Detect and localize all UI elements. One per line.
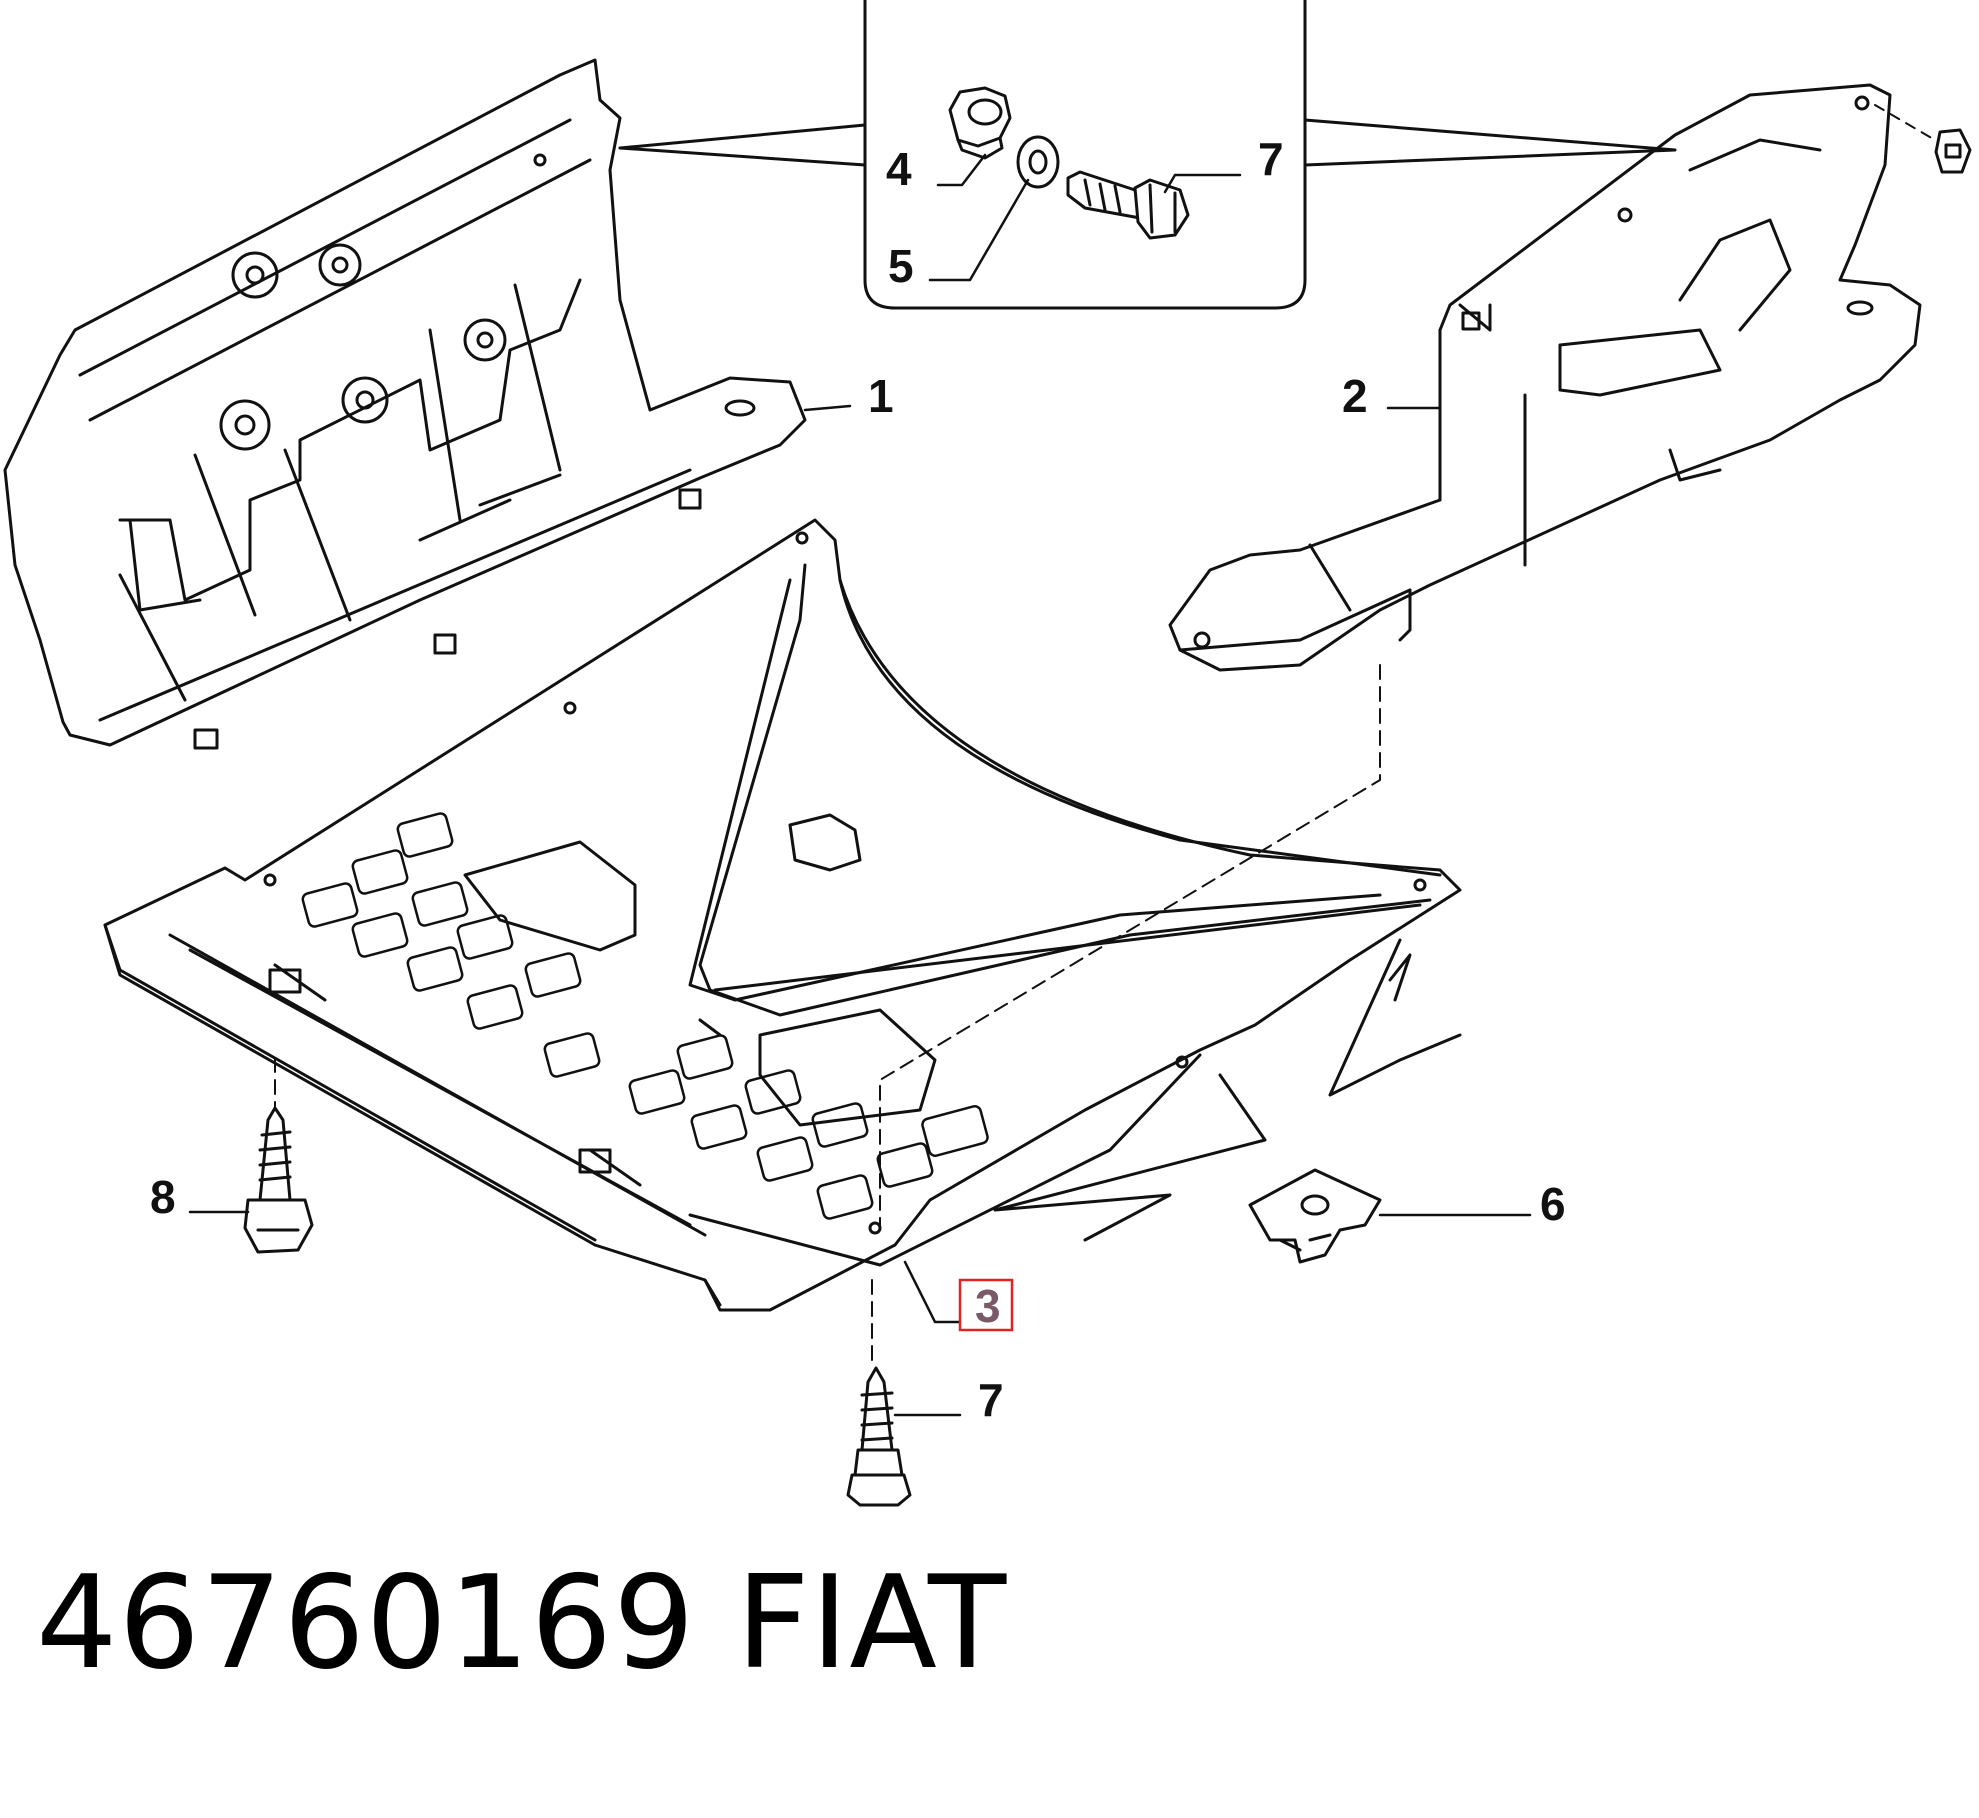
hardware-detail-box xyxy=(618,0,1677,310)
washer-5-icon xyxy=(1016,135,1060,189)
callout-1: 1 xyxy=(868,370,894,422)
brand-name: FIAT xyxy=(736,1549,1008,1698)
callout-8: 8 xyxy=(150,1171,176,1223)
part-1-left-shield xyxy=(3,58,807,750)
assembly-lines xyxy=(274,664,1381,1361)
callout-5: 5 xyxy=(888,240,914,292)
part-number: 46760169 xyxy=(36,1549,696,1698)
clip-nut-6-icon xyxy=(1248,1168,1382,1264)
callout-7-bottom: 7 xyxy=(978,1374,1004,1426)
callout-7-top: 7 xyxy=(1258,133,1284,185)
callout-2: 2 xyxy=(1342,370,1368,422)
callout-3-highlight xyxy=(958,1278,1014,1332)
callout-3: 3 xyxy=(975,1280,1001,1332)
screw-8-icon xyxy=(243,1106,314,1254)
part-2-right-shield xyxy=(1168,83,1972,672)
callout-4: 4 xyxy=(886,143,912,195)
bolt-7-top-icon xyxy=(1066,170,1190,240)
nut-4-icon xyxy=(948,86,1012,160)
callout-6: 6 xyxy=(1540,1178,1566,1230)
bolt-7-bottom-icon xyxy=(846,1366,912,1507)
leader-lines xyxy=(188,153,1532,1417)
part-3-underbody-shield xyxy=(103,518,1462,1312)
